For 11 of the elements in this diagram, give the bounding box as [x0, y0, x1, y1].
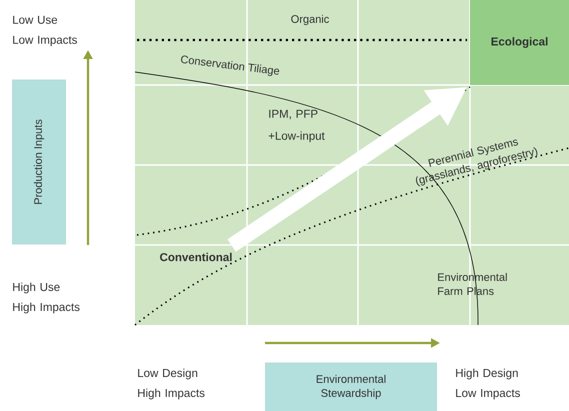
region-label: IPM, PFP +Low-input [268, 110, 325, 142]
region-label: Organic [291, 14, 329, 26]
curve-label: Conservation Tiliage [181, 56, 280, 76]
axis-box: Production Inputs [12, 80, 66, 244]
axis-box: Environmental Stewardship [265, 362, 437, 411]
axis-label: Low Design High Impacts [138, 368, 205, 400]
axis-label: High Design Low Impacts [456, 368, 520, 400]
axis-label: Low Use Low Impacts [13, 16, 77, 46]
highlight-box: Ecological [470, 0, 569, 85]
axis-label: High Use High Impacts [13, 282, 80, 314]
bare-label: Conventional [160, 252, 232, 262]
